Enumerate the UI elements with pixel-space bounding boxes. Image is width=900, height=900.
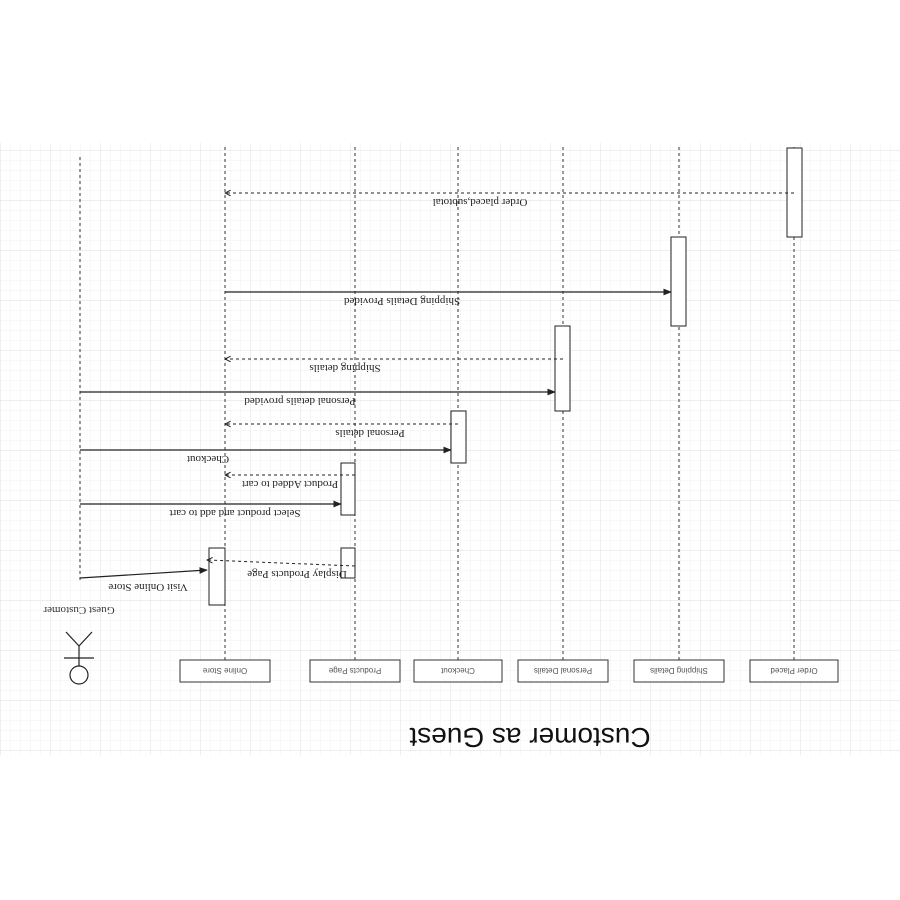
message-product-added-to-cart[interactable]: Product Added to cart	[225, 475, 355, 490]
message-label: Personal details provided	[244, 395, 356, 407]
actor-icon[interactable]	[64, 631, 94, 685]
message-label: Display Products Page	[247, 568, 347, 580]
activation-personal-details	[554, 325, 571, 412]
message-label: Product Added to cart	[242, 478, 338, 490]
participant-box-order-placed[interactable]: Order Placed	[749, 659, 839, 683]
participant-box-checkout[interactable]: Checkout	[413, 659, 503, 683]
activation-online-store	[208, 547, 226, 606]
activation-products-page-2	[340, 462, 356, 516]
message-order-placed-subtotal[interactable]: Order placed,subtotal	[225, 193, 794, 208]
participant-label-online-store: Online Store	[202, 666, 247, 675]
participant-label-order-placed: Order Placed	[770, 666, 817, 675]
participant-box-online-store[interactable]: Online Store	[179, 659, 271, 683]
participant-label-checkout: Checkout	[440, 666, 475, 675]
actor-label: Guest Customer	[43, 604, 115, 616]
message-shipping-details[interactable]: Shipping details	[225, 359, 563, 374]
message-shipping-details-provided[interactable]: Shipping Details Provided	[225, 288, 672, 307]
message-label: Order placed,subtotal	[433, 196, 528, 208]
message-visit-online-store[interactable]: Visit Online Store	[79, 567, 208, 593]
message-display-products-page[interactable]: Display Products Page	[207, 560, 356, 580]
activation-products-page-1	[340, 547, 356, 579]
message-personal-details-provided[interactable]: Personal details provided	[80, 388, 556, 407]
message-label: Shipping Details Provided	[343, 295, 460, 307]
message-checkout[interactable]: Checkout	[80, 446, 452, 465]
participant-label-shipping-details: Shipping Details	[650, 666, 708, 675]
message-label: Visit Online Store	[108, 581, 188, 593]
participant-box-products-page[interactable]: Products Page	[309, 659, 401, 683]
activation-checkout	[450, 410, 467, 464]
message-label: Personal details	[335, 427, 404, 439]
message-label: Shipping details	[309, 362, 380, 374]
participant-label-products-page: Products Page	[328, 666, 381, 675]
activation-order-placed	[786, 147, 803, 238]
diagram-title: Customer as Guest	[409, 722, 650, 753]
participant-box-personal-details[interactable]: Personal Details	[517, 659, 609, 683]
message-select-product[interactable]: Select product and add to cart	[80, 500, 342, 519]
rotated-diagram-group: Customer as Guest Order Placed Shipping …	[43, 145, 839, 753]
participant-box-shipping-details[interactable]: Shipping Details	[633, 659, 725, 683]
message-personal-details[interactable]: Personal details	[225, 424, 458, 439]
message-label: Checkout	[187, 453, 229, 465]
participant-label-personal-details: Personal Details	[534, 666, 592, 675]
activation-shipping-details	[670, 236, 687, 327]
message-label: Select product and add to cart	[169, 507, 300, 519]
